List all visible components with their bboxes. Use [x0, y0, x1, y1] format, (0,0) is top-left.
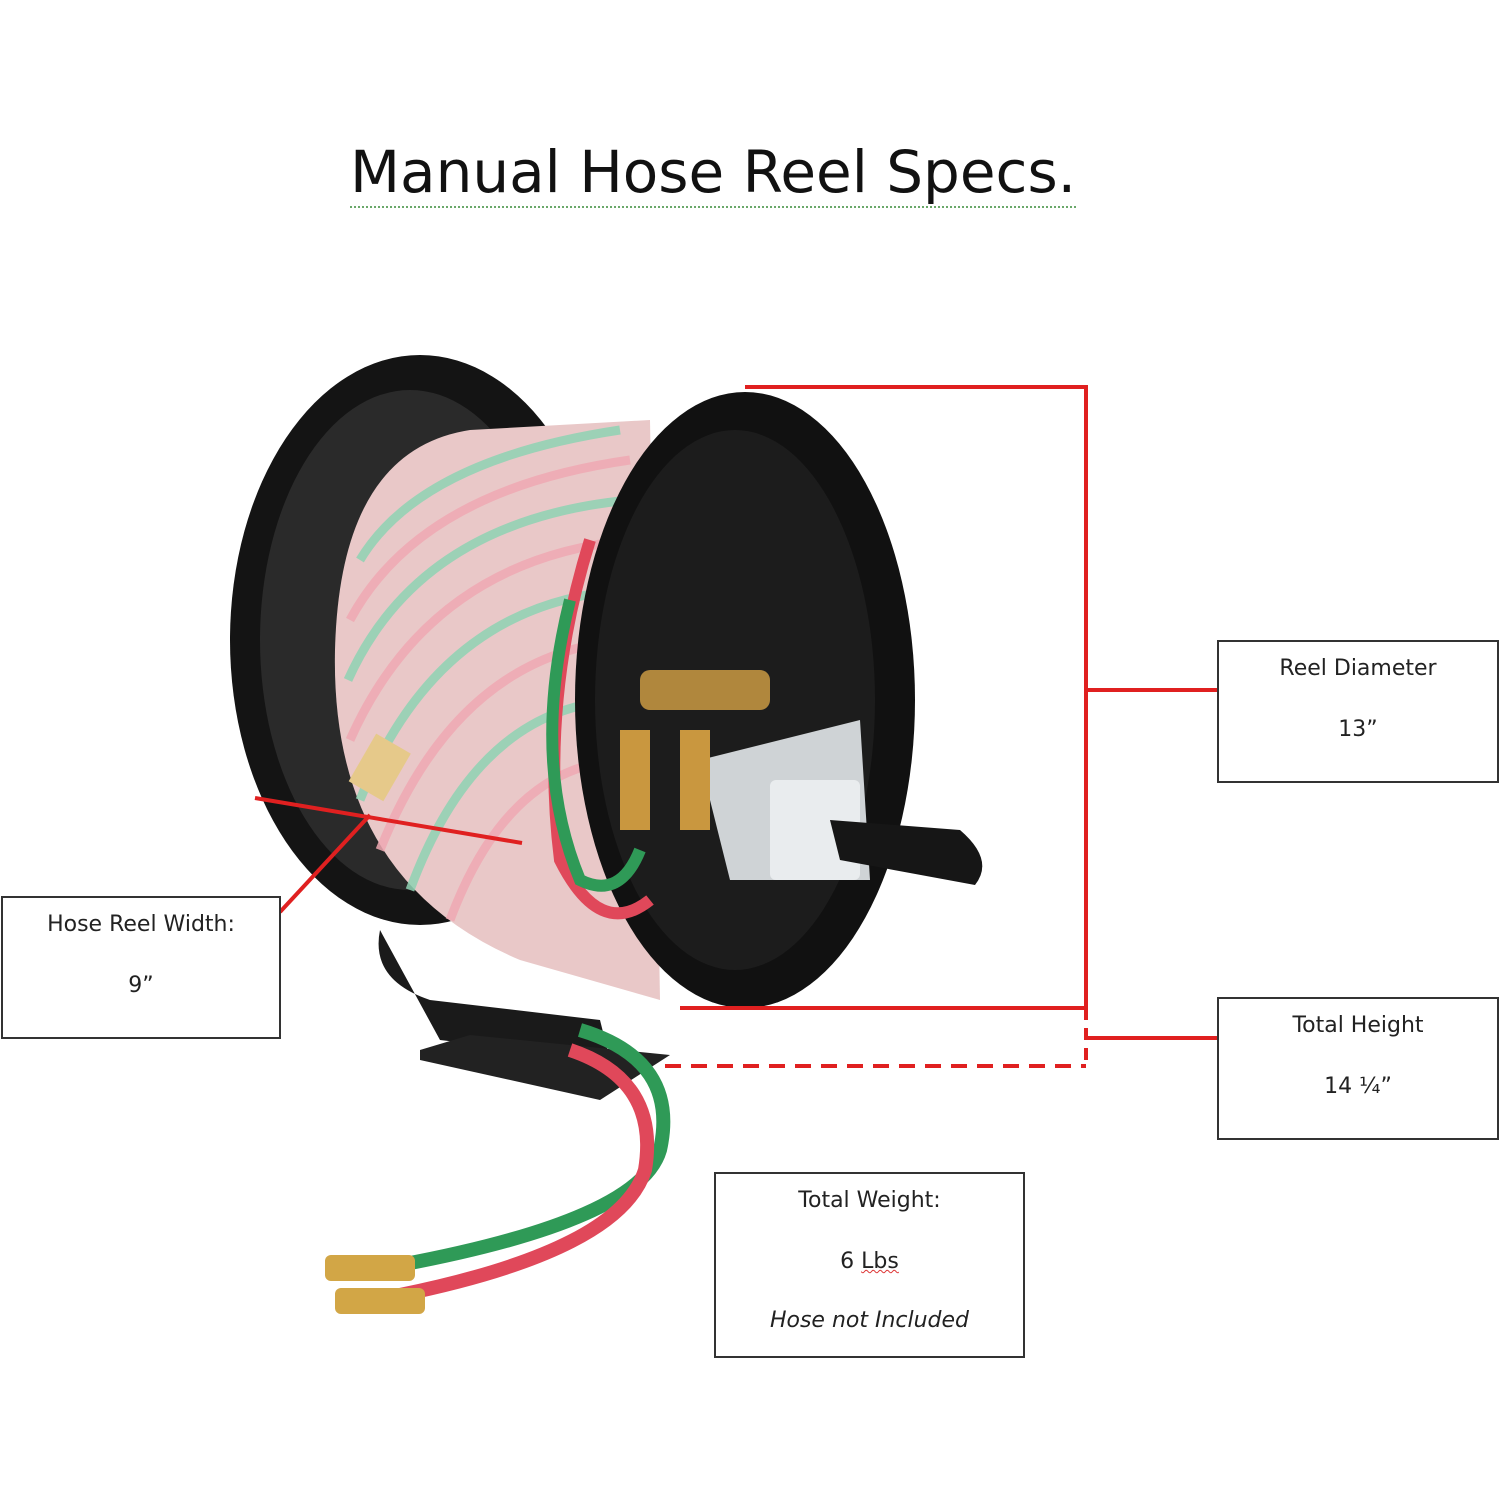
callout-lines [254, 385, 1217, 1068]
reel-diameter-label: Reel Diameter [1279, 656, 1437, 681]
connector-hoses [546, 538, 654, 920]
page-title: Manual Hose Reel Specs. [350, 138, 1077, 208]
hose-reel-width-box: Hose Reel Width: 9” [1, 896, 281, 1039]
brass-swivel [640, 670, 770, 710]
total-height-value: 14 ¼” [1324, 1074, 1392, 1099]
reel-stand [378, 930, 610, 1060]
crank-handle [830, 820, 983, 885]
hose-reel-width-value: 9” [128, 973, 154, 998]
total-weight-value: 6 Lbs [716, 1249, 1023, 1274]
reel-diameter-value: 13” [1338, 717, 1378, 742]
total-weight-unit: Lbs [861, 1249, 899, 1274]
reel-diameter-box: Reel Diameter 13” [1217, 640, 1499, 783]
total-height-box: Total Height 14 ¼” [1217, 997, 1499, 1140]
hose-fitting [325, 1255, 415, 1281]
hose-fitting [335, 1288, 425, 1314]
outgoing-hoses [398, 1023, 671, 1302]
total-height-label: Total Height [1292, 1013, 1424, 1038]
total-weight-number: 6 [840, 1249, 855, 1274]
hose-reel-width-label: Hose Reel Width: [47, 912, 235, 937]
total-weight-box: Total Weight: 6 Lbs Hose not Included [714, 1172, 1025, 1358]
total-weight-label: Total Weight: [798, 1188, 941, 1213]
stand-base [420, 1035, 670, 1100]
hose-not-included-note: Hose not Included [769, 1308, 970, 1333]
